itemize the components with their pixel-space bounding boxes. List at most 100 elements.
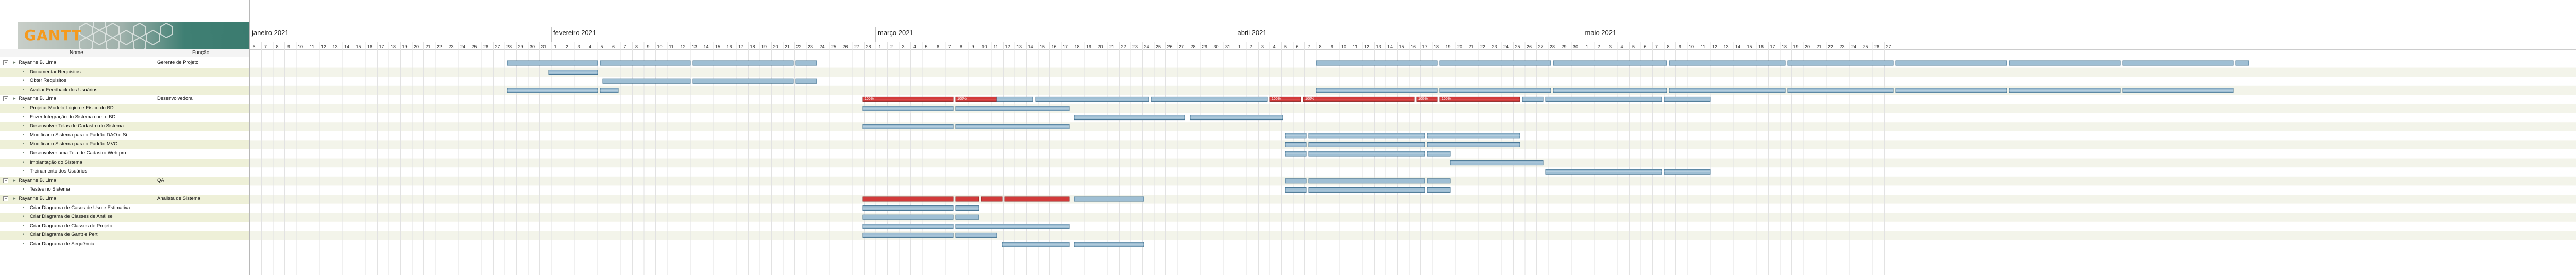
day-label: 3 bbox=[577, 44, 580, 49]
day-label: 4 bbox=[913, 44, 916, 49]
task-bar bbox=[602, 78, 691, 84]
overdue-task-bar bbox=[862, 96, 954, 102]
month-label: fevereiro 2021 bbox=[553, 29, 597, 37]
day-label: 5 bbox=[1284, 44, 1287, 49]
task-row[interactable]: •Criar Diagrama de Classes de Análise bbox=[0, 213, 249, 222]
task-row[interactable]: •Projetar Modelo Lógico e Físico do BD bbox=[0, 104, 249, 113]
task-bar bbox=[862, 214, 954, 220]
task-bullet-icon: • bbox=[23, 123, 25, 129]
task-bullet-icon: • bbox=[23, 150, 25, 156]
bar-percent-label: 100% bbox=[957, 97, 967, 101]
task-bar bbox=[1035, 96, 1149, 102]
task-bar bbox=[1895, 60, 2007, 66]
column-header-name[interactable]: Nome bbox=[70, 50, 83, 56]
bar-percent-label: 100% bbox=[1418, 97, 1428, 101]
task-bar bbox=[1074, 242, 1144, 247]
bar-percent-label: 100% bbox=[865, 97, 874, 101]
day-label: 13 bbox=[691, 44, 697, 49]
day-label: 12 bbox=[1711, 44, 1717, 49]
task-bullet-icon: • bbox=[23, 222, 25, 228]
day-label: 15 bbox=[715, 44, 720, 49]
day-label: 25 bbox=[831, 44, 836, 49]
collapse-toggle-icon[interactable]: − bbox=[3, 196, 8, 201]
day-label: 19 bbox=[1445, 44, 1451, 49]
day-label: 5 bbox=[925, 44, 928, 49]
day-label: 11 bbox=[993, 44, 998, 49]
day-label: 11 bbox=[669, 44, 674, 49]
day-label: 13 bbox=[1016, 44, 1022, 49]
task-row[interactable]: •Criar Diagrama de Casos de Uso e Estima… bbox=[0, 204, 249, 213]
day-label: 19 bbox=[402, 44, 408, 49]
row-name: Projetar Modelo Lógico e Físico do BD bbox=[30, 105, 114, 111]
task-row[interactable]: •Fazer Integração do Sistema com o BD bbox=[0, 113, 249, 123]
task-row[interactable]: •Testes no Sistema bbox=[0, 185, 249, 195]
overdue-task-bar bbox=[862, 196, 954, 202]
collapse-toggle-icon[interactable]: − bbox=[3, 60, 8, 65]
task-row[interactable]: •Criar Diagrama de Gantt e Pert bbox=[0, 231, 249, 240]
bar-percent-label: 100% bbox=[1442, 97, 1451, 101]
overdue-task-bar bbox=[1269, 96, 1301, 102]
day-label: 28 bbox=[506, 44, 512, 49]
day-label: 4 bbox=[588, 44, 591, 49]
resource-arrow-icon: ▸ bbox=[13, 96, 16, 101]
task-bar bbox=[1439, 60, 1551, 66]
day-label: 14 bbox=[344, 44, 349, 49]
day-label: 23 bbox=[807, 44, 813, 49]
task-row[interactable]: •Modificar o Sistema para o Padrão DAO e… bbox=[0, 131, 249, 141]
day-label: 10 bbox=[981, 44, 987, 49]
task-row[interactable]: •Criar Diagrama de Classes de Projeto bbox=[0, 222, 249, 231]
task-row[interactable]: •Implantação do Sistema bbox=[0, 158, 249, 168]
day-label: 21 bbox=[784, 44, 790, 49]
day-label: 31 bbox=[541, 44, 547, 49]
row-stripe bbox=[250, 213, 2576, 222]
task-bar bbox=[1545, 96, 1662, 102]
task-row[interactable]: •Criar Diagrama de Sequência bbox=[0, 240, 249, 249]
gantt-logo-banner: GANTT bbox=[18, 22, 249, 50]
day-label: 23 bbox=[448, 44, 454, 49]
day-label: 10 bbox=[297, 44, 303, 49]
task-bar bbox=[955, 214, 979, 220]
task-row[interactable]: •Modificar o Sistema para o Padrão MVC bbox=[0, 140, 249, 149]
day-label: 21 bbox=[425, 44, 431, 49]
day-label: 4 bbox=[1620, 44, 1623, 49]
row-name: Treinamento dos Usuários bbox=[30, 168, 88, 175]
row-function: Analista de Sistema bbox=[157, 196, 200, 201]
task-bar bbox=[1522, 96, 1544, 102]
row-name: Rayanne B. Lima bbox=[19, 60, 56, 65]
month-label: janeiro 2021 bbox=[252, 29, 289, 37]
day-label: 21 bbox=[1468, 44, 1474, 49]
task-bar bbox=[1308, 187, 1425, 193]
task-row[interactable]: •Desenvolver Telas de Cadastro do Sistem… bbox=[0, 122, 249, 131]
task-row[interactable]: •Obter Requisitos bbox=[0, 77, 249, 86]
day-label: 7 bbox=[1655, 44, 1658, 49]
task-bar bbox=[955, 205, 979, 211]
day-label: 23 bbox=[1839, 44, 1845, 49]
day-label: 13 bbox=[332, 44, 338, 49]
day-label: 1 bbox=[1238, 44, 1241, 49]
day-label: 21 bbox=[1109, 44, 1114, 49]
task-row[interactable]: •Documentar Requisitos bbox=[0, 67, 249, 77]
day-label: 7 bbox=[948, 44, 951, 49]
task-bar bbox=[1545, 169, 1662, 175]
task-bar bbox=[955, 224, 1070, 229]
row-name: Fazer Integração do Sistema com o BD bbox=[30, 114, 116, 120]
row-name: Obter Requisitos bbox=[30, 78, 66, 84]
task-row[interactable]: •Avaliar Feedback dos Usuários bbox=[0, 85, 249, 95]
task-row[interactable]: •Treinamento dos Usuários bbox=[0, 167, 249, 177]
collapse-toggle-icon[interactable]: − bbox=[3, 96, 8, 102]
task-bar bbox=[1787, 60, 1894, 66]
month-label: abril 2021 bbox=[1237, 29, 1267, 37]
task-bar bbox=[548, 70, 598, 75]
task-bar bbox=[955, 106, 1070, 111]
collapse-toggle-icon[interactable]: − bbox=[3, 178, 8, 183]
day-label: 20 bbox=[413, 44, 419, 49]
day-label: 6 bbox=[1643, 44, 1647, 49]
task-row[interactable]: •Desenvolver uma Tela de Cadastro Web pr… bbox=[0, 149, 249, 159]
column-header-function[interactable]: Função bbox=[192, 50, 210, 56]
gantt-grid bbox=[250, 27, 2576, 275]
